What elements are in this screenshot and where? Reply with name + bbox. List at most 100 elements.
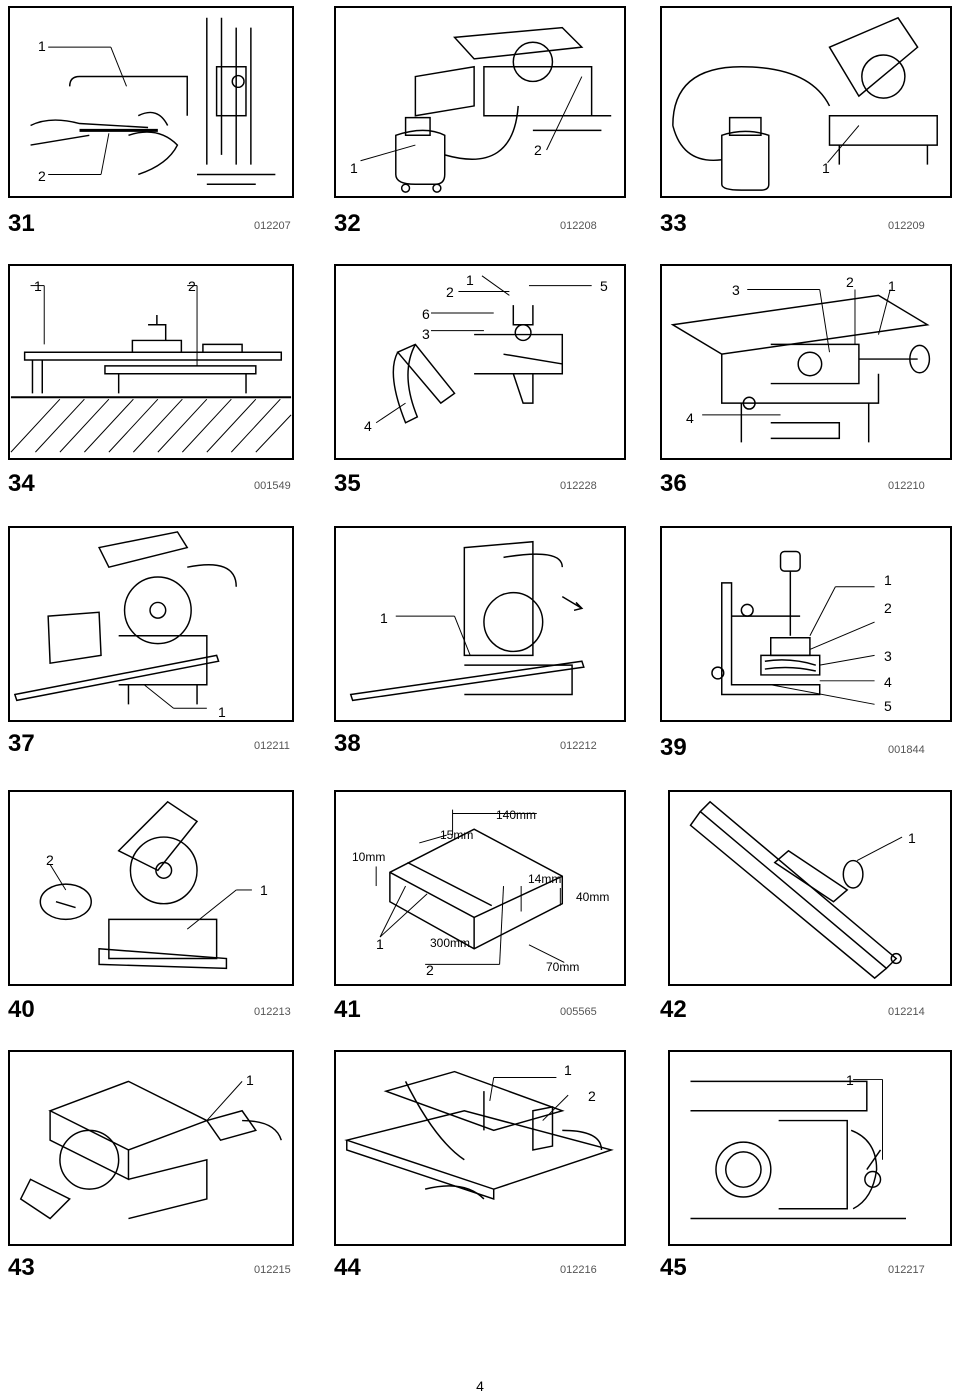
figure-31-callout-1: 1	[38, 38, 46, 54]
figure-39-callout-4: 4	[884, 674, 892, 690]
figure-35-callout-5: 5	[600, 278, 608, 294]
figure-41-dim-14mm: 14mm	[528, 872, 562, 886]
figure-32-panel: 1 2	[334, 6, 626, 198]
figure-41-dim-10mm: 10mm	[352, 850, 386, 864]
figure-34-callout-1: 1	[34, 278, 42, 294]
figure-37-callout-1: 1	[218, 704, 226, 720]
figure-44-illustration	[344, 1070, 614, 1200]
figure-41-callout-2: 2	[426, 962, 434, 978]
page-number: 4	[476, 1378, 484, 1394]
figure-37-illustration	[13, 531, 237, 709]
figure-42-panel: 1	[668, 790, 952, 986]
figure-39-callout-5: 5	[884, 698, 892, 714]
figure-42-number: 42	[660, 996, 687, 1023]
figure-40-illustration	[39, 800, 252, 970]
figure-45-panel: 1	[668, 1050, 952, 1246]
figure-38-callout-1: 1	[380, 610, 388, 626]
figure-44-callout-1: 1	[564, 1062, 572, 1078]
figure-35-callout-6: 6	[422, 306, 430, 322]
figure-45-code: 012217	[888, 1264, 925, 1276]
figure-34-callout-2: 2	[188, 278, 196, 294]
figure-42-code: 012214	[888, 1006, 925, 1018]
figure-31-number: 31	[8, 210, 35, 237]
figure-41-dim-70mm: 70mm	[546, 960, 580, 974]
figure-35-number: 35	[334, 470, 361, 497]
figure-42-callout-1: 1	[908, 830, 916, 846]
figure-40-panel: 2 1	[8, 790, 294, 986]
figure-39-callout-3: 3	[884, 648, 892, 664]
figure-32-code: 012208	[560, 220, 597, 232]
figure-34-code: 001549	[254, 480, 291, 492]
figure-40-callout-2: 2	[46, 852, 54, 868]
figure-43-callout-1: 1	[246, 1072, 254, 1088]
figure-39-panel: 1 2 3 4 5	[660, 526, 952, 722]
figure-43-number: 43	[8, 1254, 35, 1281]
figure-38-panel: 1	[334, 526, 626, 722]
figure-41-dim-140mm: 140mm	[496, 808, 537, 822]
figure-43-panel: 1	[8, 1050, 294, 1246]
figure-45-illustration	[690, 1078, 906, 1220]
figure-39-callout-2: 2	[884, 600, 892, 616]
figure-39-callout-1: 1	[884, 572, 892, 588]
figure-44-callout-2: 2	[588, 1088, 596, 1104]
figure-40-callout-1: 1	[260, 882, 268, 898]
figure-37-number: 37	[8, 730, 35, 757]
figure-33-code: 012209	[888, 220, 925, 232]
figure-33-number: 33	[660, 210, 687, 237]
figure-42-illustration	[689, 800, 903, 980]
figure-41-code: 005565	[560, 1006, 597, 1018]
figure-41-number: 41	[334, 996, 361, 1023]
figure-38-number: 38	[334, 730, 361, 757]
figure-36-callout-1: 1	[888, 278, 896, 294]
figure-39-number: 39	[660, 734, 687, 761]
figure-35-callout-4: 4	[364, 418, 372, 434]
figure-32-callout-1: 1	[350, 160, 358, 176]
figure-44-panel: 1 2	[334, 1050, 626, 1246]
figure-41-dim-300mm: 300mm	[430, 936, 471, 950]
figure-34-number: 34	[8, 470, 35, 497]
figure-44-code: 012216	[560, 1264, 597, 1276]
figure-32-callout-2: 2	[534, 142, 542, 158]
figure-37-panel: 1	[8, 526, 294, 722]
figure-45-callout-1: 1	[846, 1072, 854, 1088]
figure-35-callout-3: 3	[422, 326, 430, 342]
figure-38-illustration	[349, 540, 585, 702]
figure-32-number: 32	[334, 210, 361, 237]
figure-38-code: 012212	[560, 740, 597, 752]
figure-41-panel: 140mm 15mm 10mm 14mm 40mm 300mm 70mm 1 2	[334, 790, 626, 986]
figure-31-illustration	[30, 17, 276, 185]
figure-40-number: 40	[8, 996, 35, 1023]
figure-41-dim-40mm: 40mm	[576, 890, 610, 904]
figure-45-number: 45	[660, 1254, 687, 1281]
figure-31-code: 012207	[254, 220, 291, 232]
figure-33-panel: 1	[660, 6, 952, 198]
figure-36-callout-2: 2	[846, 274, 854, 290]
figure-31-callout-2: 2	[38, 168, 46, 184]
figure-31-panel: 1 2	[8, 6, 294, 198]
figure-32-illustration	[360, 26, 612, 193]
figure-33-callout-1: 1	[822, 160, 830, 176]
figure-44-number: 44	[334, 1254, 361, 1281]
figure-41-dim-15mm: 15mm	[440, 828, 474, 842]
figure-40-code: 012213	[254, 1006, 291, 1018]
figure-36-number: 36	[660, 470, 687, 497]
figure-34-panel: 1 2	[8, 264, 294, 460]
figure-36-illustration	[670, 289, 931, 443]
figure-41-callout-1: 1	[376, 936, 384, 952]
figure-36-code: 012210	[888, 480, 925, 492]
figure-43-code: 012215	[254, 1264, 291, 1276]
figure-39-code: 001844	[888, 744, 925, 756]
figure-36-callout-4: 4	[686, 410, 694, 426]
figure-35-illustration	[375, 275, 592, 424]
figure-35-panel: 1 2 6 3 5 4	[334, 264, 626, 460]
figure-35-code: 012228	[560, 480, 597, 492]
figure-35-callout-2: 2	[446, 284, 454, 300]
figure-41-illustration	[375, 809, 565, 965]
figure-39-illustration	[711, 550, 875, 705]
figure-43-illustration	[19, 1080, 282, 1220]
figure-37-code: 012211	[254, 740, 290, 752]
figure-36-panel: 3 2 1 4	[660, 264, 952, 460]
figure-34-illustration	[10, 285, 292, 453]
figure-33-illustration	[672, 16, 938, 191]
figure-36-callout-3: 3	[732, 282, 740, 298]
